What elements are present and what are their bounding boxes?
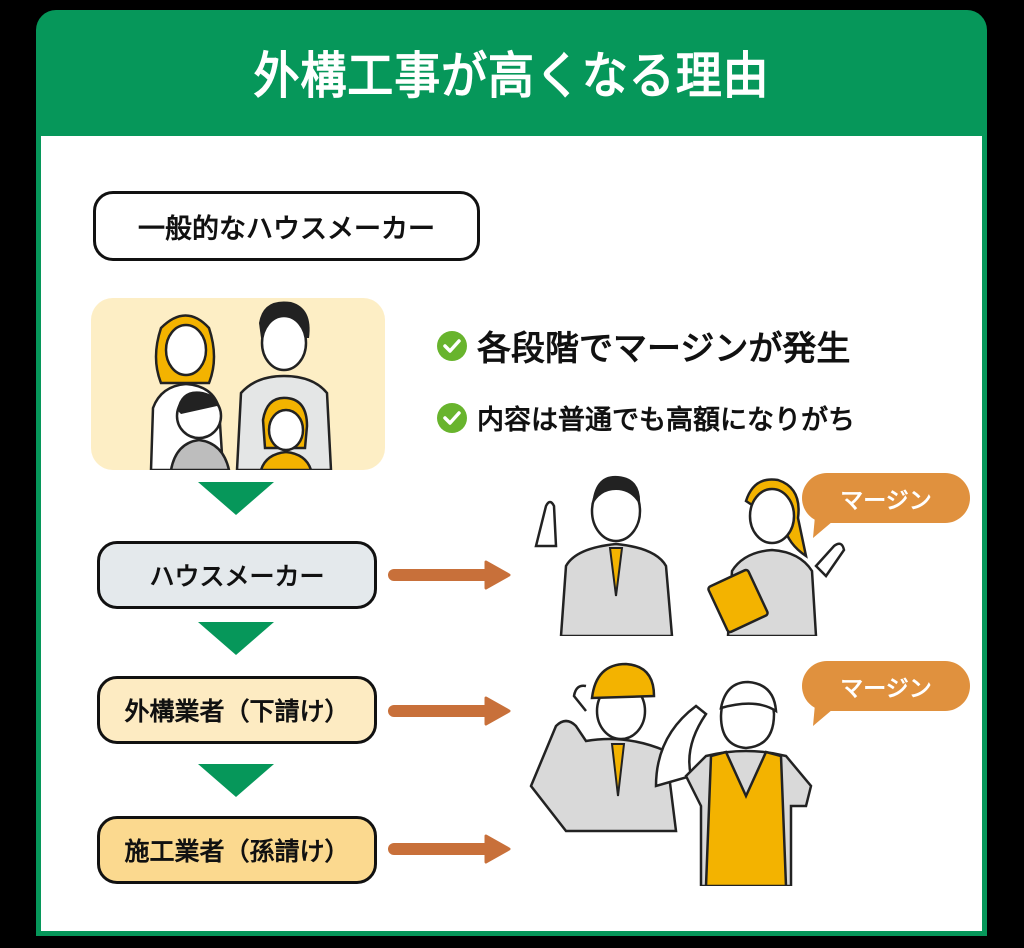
check-circle-icon [437, 330, 467, 361]
margin-speech-bubble: マージン [802, 473, 970, 523]
key-point: 内容は普通でも高額になりがち [437, 398, 855, 437]
construction-workers-illustration [529, 662, 813, 886]
key-points-list: 各段階でマージンが発生 内容は普通でも高額になりがち [437, 321, 855, 463]
check-circle-icon [437, 402, 467, 433]
general-housemaker-label: 一般的なハウスメーカー [93, 191, 480, 261]
flow-step-housemaker: ハウスメーカー [97, 541, 377, 609]
key-point: 各段階でマージンが発生 [437, 321, 855, 370]
infographic-frame: 外構工事が高くなる理由 一般的なハウスメーカー [36, 10, 987, 936]
header-banner: 外構工事が高くなる理由 [36, 10, 987, 134]
speech-bubble-tail [813, 704, 839, 726]
down-arrow-icon [198, 482, 274, 515]
content-panel: 一般的なハウスメーカー [41, 136, 982, 931]
right-arrow-icon [388, 560, 511, 590]
flow-step-subcontractor: 外構業者（下請け） [97, 676, 377, 744]
margin-speech-bubble: マージン [802, 661, 970, 711]
right-arrow-icon [388, 834, 511, 864]
bubble-text: マージン [840, 676, 932, 702]
down-arrow-icon [198, 764, 274, 797]
speech-bubble-tail [813, 516, 839, 538]
flow-step-sub-subcontractor: 施工業者（孫請け） [97, 816, 377, 884]
office-staff-illustration [534, 475, 846, 636]
key-point-text: 内容は普通でも高額になりがち [477, 405, 855, 436]
bubble-text: マージン [840, 488, 932, 514]
family-illustration [91, 298, 385, 470]
right-arrow-icon [388, 696, 511, 726]
down-arrow-icon [198, 622, 274, 655]
key-point-text: 各段階でマージンが発生 [477, 329, 851, 369]
page-title: 外構工事が高くなる理由 [253, 47, 770, 105]
